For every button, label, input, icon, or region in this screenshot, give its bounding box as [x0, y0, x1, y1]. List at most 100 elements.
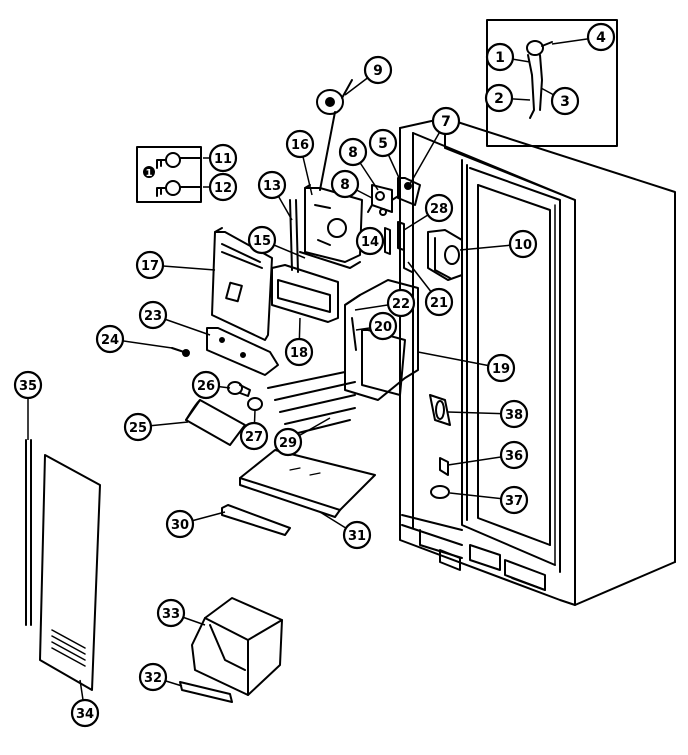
callout-circle	[338, 137, 368, 167]
callout-circle	[342, 520, 372, 550]
callout-22: 22	[386, 288, 416, 318]
callout-number: 14	[361, 235, 379, 250]
callout-circle	[499, 485, 529, 515]
part-17-panel	[211, 227, 273, 341]
callout-31: 31	[342, 520, 372, 550]
callout-number: 18	[290, 346, 308, 361]
callout-17: 17	[135, 250, 165, 280]
part-33-bin	[191, 597, 283, 696]
callout-circle	[239, 421, 269, 451]
callout-14: 14	[355, 226, 385, 256]
callout-circle	[485, 42, 515, 72]
callout-38: 38	[499, 399, 529, 429]
callout-circle	[285, 129, 315, 159]
part-37-grommet	[430, 485, 450, 499]
callout-circle	[156, 598, 186, 628]
callout-number: 38	[505, 408, 523, 423]
callout-circle	[330, 169, 360, 199]
callout-4: 4	[586, 22, 616, 52]
callout-29: 29	[273, 427, 303, 457]
part-29-rails	[267, 371, 356, 436]
callout-number: 29	[279, 436, 297, 451]
callout-circle	[368, 311, 398, 341]
callout-24: 24	[95, 324, 125, 354]
callout-28: 28	[424, 193, 454, 223]
callout-circle	[208, 172, 238, 202]
inset-box	[486, 19, 618, 147]
callout-number: 1	[495, 50, 505, 66]
callout-12: 12	[208, 172, 238, 202]
callout-13: 13	[257, 170, 287, 200]
callout-number: 4	[596, 30, 606, 46]
part-25-cylinder	[185, 399, 246, 446]
callout-number: 31	[348, 529, 366, 544]
callout-number: 15	[253, 234, 271, 249]
callout-number: 8	[348, 145, 358, 161]
part-35-strip	[25, 439, 32, 626]
callout-circle	[431, 106, 461, 136]
part-16-shield	[299, 184, 363, 269]
callout-circle	[586, 22, 616, 52]
callout-number: 19	[492, 362, 510, 377]
part-27-fitting	[247, 397, 263, 411]
callout-leaders	[27, 36, 602, 714]
callout-16: 16	[285, 129, 315, 159]
callout-circle	[70, 698, 100, 728]
callout-37: 37	[499, 485, 529, 515]
callout-circle	[123, 412, 153, 442]
callout-35: 35	[13, 370, 43, 400]
callout-number: 22	[392, 297, 410, 312]
callout-number: 30	[171, 518, 189, 533]
part-9-knob	[316, 79, 353, 191]
callout-23: 23	[138, 300, 168, 330]
callout-number: 33	[162, 607, 180, 622]
part-24-screw	[171, 347, 190, 357]
callout-number: 11	[214, 152, 232, 167]
callout-number: 27	[245, 430, 263, 445]
part-23-bracket	[206, 327, 279, 376]
part-30-trim	[221, 504, 291, 536]
callout-circle	[138, 300, 168, 330]
refrigerator-cabinet	[399, 117, 676, 606]
callout-circle	[484, 83, 514, 113]
callout-number: 24	[101, 333, 119, 348]
callout-20: 20	[368, 311, 398, 341]
callout-number: 23	[144, 309, 162, 324]
callout-number: 12	[214, 181, 232, 196]
callout-circle	[135, 250, 165, 280]
callout-circle	[165, 509, 195, 539]
callout-circle	[191, 370, 221, 400]
callout-32: 32	[138, 662, 168, 692]
callout-number: 9	[373, 63, 383, 79]
callout-number: 5	[378, 136, 388, 152]
callout-number: 32	[144, 671, 162, 686]
part-18-panel	[271, 264, 339, 323]
callout-circle	[368, 128, 398, 158]
part-14-28-brackets	[384, 221, 413, 273]
callout-5: 5	[368, 128, 398, 158]
dispenser-switch-cluster	[367, 177, 421, 216]
callout-circle	[257, 170, 287, 200]
callout-circle	[138, 662, 168, 692]
callout-circle	[550, 86, 580, 116]
callout-number: 37	[505, 494, 523, 509]
callout-circle	[486, 353, 516, 383]
callout-number: 21	[430, 296, 448, 311]
callout-26: 26	[191, 370, 221, 400]
callout-7: 7	[431, 106, 461, 136]
callout-number: 20	[374, 320, 392, 335]
callout-number: 36	[505, 449, 523, 464]
callout-18: 18	[284, 337, 314, 367]
callout-circle	[386, 288, 416, 318]
callout-number: 8	[340, 177, 350, 193]
key-marker-number: 1	[146, 168, 153, 179]
callout-number: 35	[19, 379, 37, 394]
callout-3: 3	[550, 86, 580, 116]
callout-25: 25	[123, 412, 153, 442]
callout-circle	[208, 143, 238, 173]
callout-9: 9	[363, 55, 393, 85]
callout-circle	[424, 287, 454, 317]
callout-1: 1	[485, 42, 515, 72]
